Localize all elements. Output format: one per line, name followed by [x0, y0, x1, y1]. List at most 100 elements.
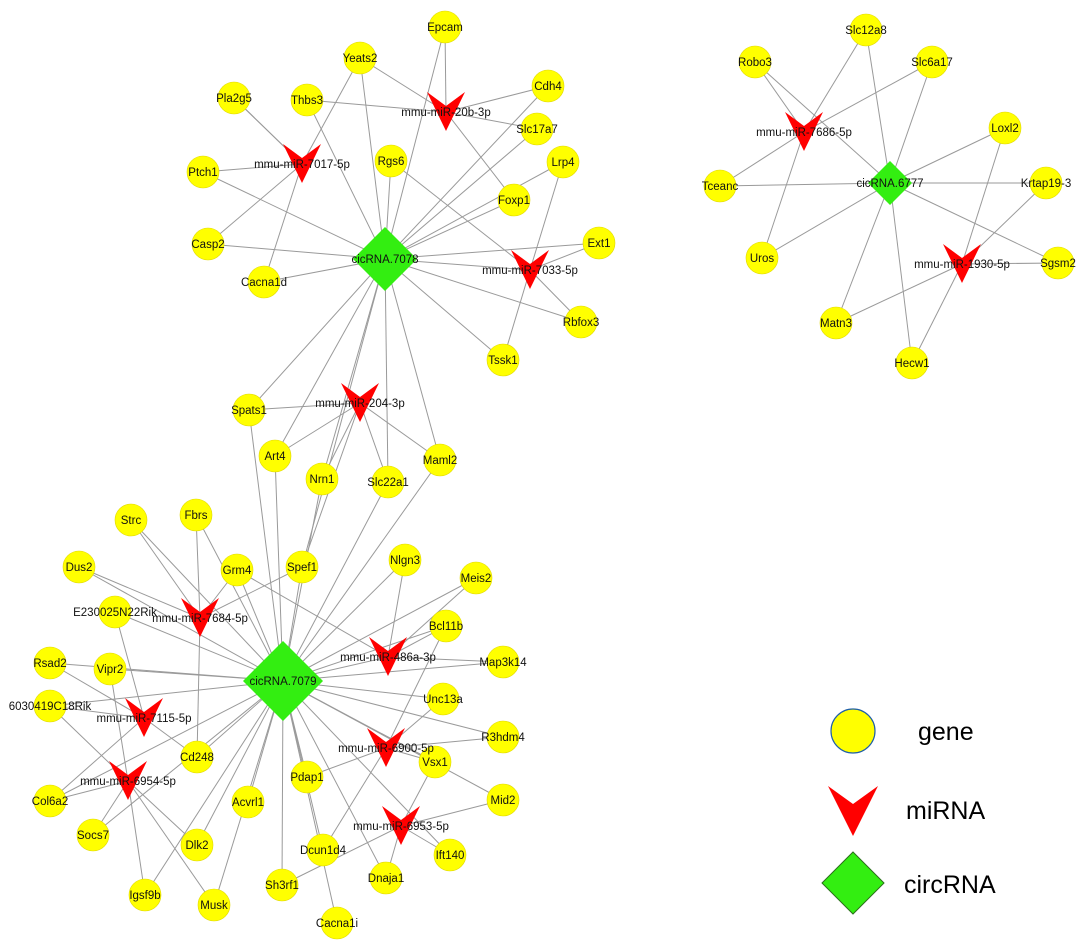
node-label-rsad2: Rsad2 — [33, 658, 66, 670]
node-label-foxp1: Foxp1 — [498, 195, 530, 207]
gene-node-shape — [582, 226, 616, 260]
gene-node-shape — [93, 652, 127, 686]
gene-node-shape — [1041, 246, 1075, 280]
edge-layer — [49, 26, 1059, 924]
edge-m7033-rgs6 — [390, 160, 531, 271]
edge-m6954-igsf9b — [127, 780, 146, 896]
node-label-pla2g5: Pla2g5 — [216, 93, 252, 105]
gene-node-shape — [423, 443, 457, 477]
node-label-nrn1: Nrn1 — [310, 474, 335, 486]
gene-node-shape — [179, 498, 213, 532]
mirna-node-m6900: mmu-miR-6900-5p — [338, 728, 434, 767]
edge-m6954-vipr2 — [109, 668, 129, 782]
node-label-pdap1: Pdap1 — [290, 772, 323, 784]
node-label-strc: Strc — [121, 515, 142, 527]
gene-node-grm4: Grm4 — [220, 553, 254, 587]
node-label-m7033: mmu-miR-7033-5p — [482, 265, 578, 277]
edge-m204-maml2 — [359, 402, 441, 461]
gene-node-tceanc: Tceanc — [702, 169, 739, 203]
gene-node-shape — [369, 861, 403, 895]
edge-c6777-loxl2 — [889, 127, 1006, 184]
legend: gene miRNA circRNA — [821, 708, 996, 915]
node-label-meis2: Meis2 — [461, 573, 492, 585]
gene-node-slc22a1: Slc22a1 — [367, 465, 409, 499]
node-label-vsx1: Vsx1 — [422, 757, 448, 769]
gene-node-shape — [429, 609, 463, 643]
edge-m20b-yeats2 — [359, 57, 447, 113]
node-label-epcam: Epcam — [427, 22, 463, 34]
gene-node-spats1: Spats1 — [231, 393, 267, 427]
gene-node-shape — [497, 183, 531, 217]
edge-c7079-maml2 — [282, 459, 441, 682]
edge-m7686-uros — [761, 131, 805, 259]
node-label-m6953: mmu-miR-6953-5p — [353, 821, 449, 833]
node-label-thbs3: Thbs3 — [291, 95, 323, 107]
edge-m486a-grm4 — [236, 569, 389, 658]
edge-c7079-col6a2 — [49, 680, 284, 802]
node-label-e230025n22rik: E230025N22Rik — [73, 607, 157, 619]
gene-node-slc17a7: Slc17a7 — [516, 112, 558, 146]
edge-c7079-spats1 — [248, 409, 284, 682]
node-label-rgs6: Rgs6 — [378, 156, 405, 168]
node-label-sh3rf1: Sh3rf1 — [265, 880, 299, 892]
edge-m7115-col6a2 — [49, 717, 145, 802]
node-label-slc12a8: Slc12a8 — [845, 25, 887, 37]
edge-c6777-slc12a8 — [865, 29, 891, 184]
node-label-m1930: mmu-miR-1930-5p — [914, 259, 1010, 271]
gene-node-dcun1d4: Dcun1d4 — [300, 833, 347, 867]
legend-label-mirna: miRNA — [906, 797, 985, 825]
node-label-lrp4: Lrp4 — [551, 157, 575, 169]
node-label-igsf9b: Igsf9b — [129, 890, 160, 902]
edge-c6777-matn3 — [835, 182, 891, 324]
circrna-node-c7078: cicRNA.7078 — [351, 227, 419, 291]
edge-m6953-sh3rf1 — [281, 825, 402, 886]
edge-c7079-cacna1i — [282, 680, 338, 924]
edge-m7686-slc6a17 — [803, 61, 933, 133]
node-label-fbrs: Fbrs — [185, 510, 208, 522]
gene-node-cacna1d: Cacna1d — [241, 265, 287, 299]
node-label-dlk2: Dlk2 — [185, 840, 208, 852]
edge-m7115-rsad2 — [49, 662, 145, 719]
gene-node-dnaja1: Dnaja1 — [368, 861, 404, 895]
gene-node-shape — [128, 878, 162, 912]
circrna-node-c6777: cicRNA.6777 — [856, 161, 924, 205]
gene-node-map3k14: Map3k14 — [479, 645, 527, 679]
gene-node-shape — [180, 740, 214, 774]
mirna-node-shape — [341, 383, 379, 422]
gene-node-casp2: Casp2 — [191, 227, 225, 261]
legend-item-circrna: circRNA — [821, 851, 996, 915]
gene-node-shape — [738, 45, 772, 79]
gene-node-hecw1: Hecw1 — [894, 346, 930, 380]
node-label-tceanc: Tceanc — [702, 181, 739, 193]
gene-node-krtap19-3: Krtap19-3 — [1021, 166, 1071, 200]
gene-node-shape — [703, 169, 737, 203]
gene-node-shape — [388, 543, 422, 577]
gene-node-shape — [531, 69, 565, 103]
node-label-mid2: Mid2 — [491, 795, 516, 807]
gene-node-spef1: Spef1 — [285, 550, 319, 584]
node-label-vipr2: Vipr2 — [97, 664, 124, 676]
gene-node-e230025n22rik: E230025N22Rik — [73, 595, 157, 629]
gene-node-loxl2: Loxl2 — [988, 111, 1022, 145]
node-label-c7078: cicRNA.7078 — [351, 254, 418, 266]
edge-c6777-uros — [761, 182, 891, 259]
gene-node-sh3rf1: Sh3rf1 — [265, 868, 299, 902]
gene-node-col6a2: Col6a2 — [32, 784, 68, 818]
edge-m7686-slc12a8 — [803, 29, 867, 133]
gene-node-shape — [33, 689, 67, 723]
gene-node-shape — [186, 155, 220, 189]
node-label-slc22a1: Slc22a1 — [367, 477, 409, 489]
edge-c7078-yeats2 — [359, 57, 386, 260]
mirna-icon — [828, 786, 878, 836]
gene-node-shape — [305, 462, 339, 496]
node-label-grm4: Grm4 — [223, 565, 252, 577]
gene-node-shape — [180, 828, 214, 862]
gene-node-bcl11b: Bcl11b — [429, 609, 463, 643]
mirna-node-shape — [382, 806, 420, 845]
mirna-node-m7115: mmu-miR-7115-5p — [96, 698, 192, 737]
gene-node-6030419c18rik: 6030419C18Rik — [9, 689, 91, 723]
node-label-m7115: mmu-miR-7115-5p — [96, 713, 191, 725]
gene-node-ext1: Ext1 — [582, 226, 616, 260]
gene-node-strc: Strc — [114, 503, 148, 537]
gene-node-sgsm2: Sgsm2 — [1040, 246, 1076, 280]
